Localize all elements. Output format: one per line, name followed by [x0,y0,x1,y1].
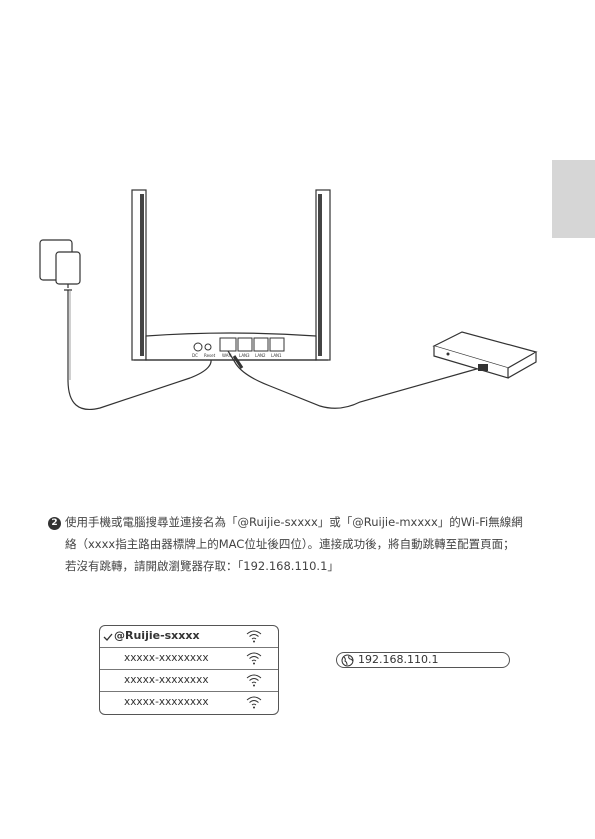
wifi-signal-icon [246,695,262,710]
svg-text:LAN1: LAN1 [271,353,282,358]
instruction-step: 2 使用手機或電腦搜尋並連接名為「@Ruijie-sxxxx」或「@Ruijie-… [48,511,548,577]
wifi-network-name: xxxxx-xxxxxxxx [124,674,209,686]
router-antenna-left [132,190,146,360]
step-number-badge: 2 [48,517,61,530]
section-tab [552,160,595,238]
wifi-network-name: xxxxx-xxxxxxxx [124,696,209,708]
browser-url-text: 192.168.110.1 [358,653,438,667]
instruction-line-3: 若沒有跳轉，請開啟瀏覽器存取：「192.168.110.1」 [48,555,548,577]
instruction-line-2: 絡（xxxx指主路由器標牌上的MAC位址後四位）。連接成功後，將自動跳轉至配置頁… [48,533,548,555]
router-antenna-right [316,190,330,360]
wifi-network-item[interactable]: xxxxx-xxxxxxxx [100,648,278,670]
wifi-network-item[interactable]: xxxxx-xxxxxxxx [100,670,278,692]
modem-icon [434,332,536,378]
svg-text:DC: DC [192,353,198,358]
wifi-network-name: @Ruijie-sxxxx [114,629,200,642]
globe-icon [341,654,354,667]
svg-text:LAN2: LAN2 [255,353,266,358]
wifi-signal-icon [246,629,262,644]
browser-address-bar[interactable]: 192.168.110.1 [336,652,510,668]
wifi-network-item[interactable]: @Ruijie-sxxxx [100,626,278,648]
svg-text:Reset: Reset [204,353,216,358]
wifi-network-item[interactable]: xxxxx-xxxxxxxx [100,692,278,714]
power-adapter-icon [40,240,80,290]
router-connection-diagram: DC Reset WAN LAN3 LAN2 LAN1 [30,180,550,440]
checkmark-icon [102,631,114,643]
instruction-line-1: 使用手機或電腦搜尋並連接名為「@Ruijie-sxxxx」或「@Ruijie-m… [65,515,523,529]
svg-text:LAN3: LAN3 [239,353,250,358]
wifi-signal-icon [246,673,262,688]
wifi-network-list: @Ruijie-sxxxx xxxxx-xxxxxxxx xxxxx-xxxxx… [99,625,279,715]
wifi-signal-icon [246,651,262,666]
wifi-network-name: xxxxx-xxxxxxxx [124,652,209,664]
